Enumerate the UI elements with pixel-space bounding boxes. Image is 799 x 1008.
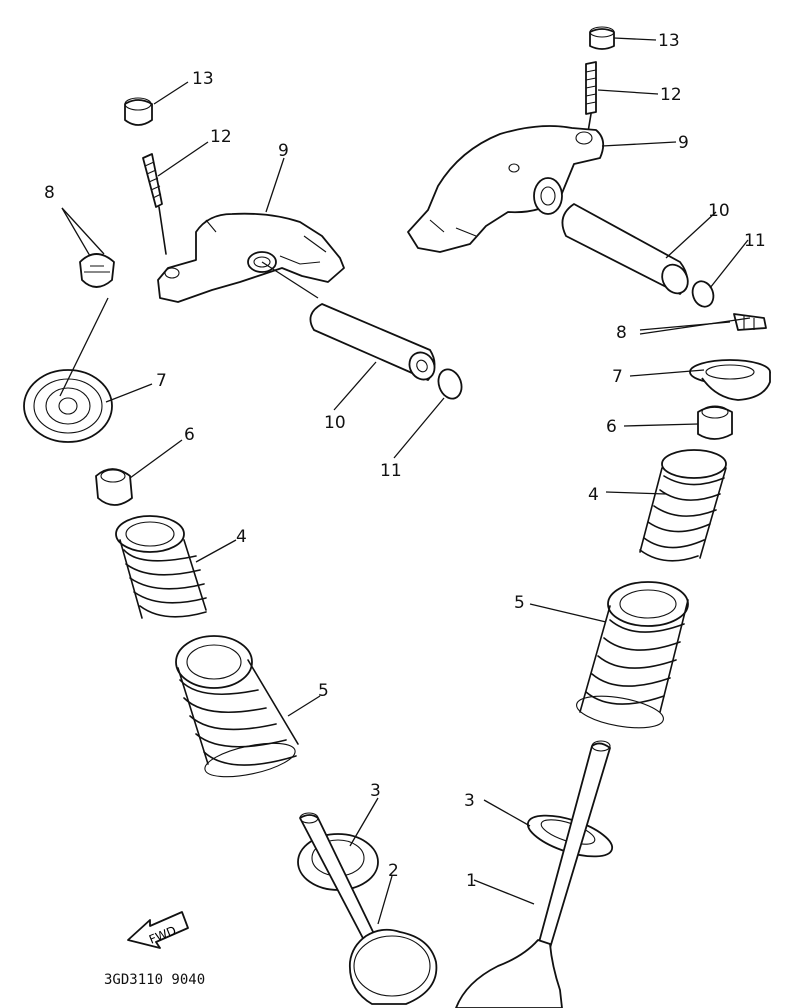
rocker-arm-left [157, 212, 345, 303]
inner-spring-right [639, 449, 727, 562]
label-3-left: 3 [370, 781, 381, 801]
label-8-right: 8 [616, 323, 627, 343]
label-1: 1 [466, 871, 477, 891]
inner-spring-left [115, 515, 207, 619]
drawing-code: 3GD3110 9040 [104, 972, 205, 988]
rocker-arm-right [407, 125, 605, 253]
label-8-left: 8 [44, 183, 55, 203]
spring-retainer-left [23, 369, 113, 443]
o-ring-left [437, 368, 463, 400]
nut-right [589, 26, 615, 50]
label-7-left: 7 [156, 371, 167, 391]
outer-spring-left [175, 635, 299, 778]
label-13-right: 13 [658, 31, 680, 51]
label-6-left: 6 [184, 425, 195, 445]
label-11-right: 11 [744, 231, 766, 251]
adjusting-screw-right [585, 61, 597, 133]
callout-labels: 13 12 9 8 7 6 4 5 10 11 3 2 13 12 9 10 1… [44, 31, 766, 891]
nut-left [124, 97, 153, 126]
valve-left [299, 812, 438, 1005]
label-5-right: 5 [514, 593, 525, 613]
valve-cotters-right [733, 313, 767, 331]
label-6-right: 6 [606, 417, 617, 437]
valve-stem-seal-left [95, 468, 133, 506]
label-3-right: 3 [464, 791, 475, 811]
rocker-shaft-left [261, 261, 436, 381]
rocker-shaft-right [561, 203, 689, 295]
label-11-left: 11 [380, 461, 402, 481]
spring-retainer-right [689, 359, 771, 401]
label-13-left: 13 [192, 69, 214, 89]
label-10-left: 10 [324, 413, 346, 433]
label-7-right: 7 [612, 367, 623, 387]
label-10-right: 10 [708, 201, 730, 221]
label-4-left: 4 [236, 527, 247, 547]
label-9-left: 9 [278, 141, 289, 161]
valve-cotters-left [79, 253, 115, 288]
label-9-right: 9 [678, 133, 689, 153]
valve-right [455, 740, 611, 1008]
o-ring-right [691, 280, 715, 308]
adjusting-screw-left [142, 153, 167, 255]
label-5-left: 5 [318, 681, 329, 701]
leader-lines [59, 37, 751, 925]
fwd-arrow: FWD [127, 911, 189, 949]
label-2: 2 [388, 861, 399, 881]
label-12-left: 12 [210, 127, 232, 147]
valve-stem-seal-right [697, 405, 733, 440]
label-4-right: 4 [588, 485, 599, 505]
outer-spring-right [576, 581, 689, 729]
label-12-right: 12 [660, 85, 682, 105]
